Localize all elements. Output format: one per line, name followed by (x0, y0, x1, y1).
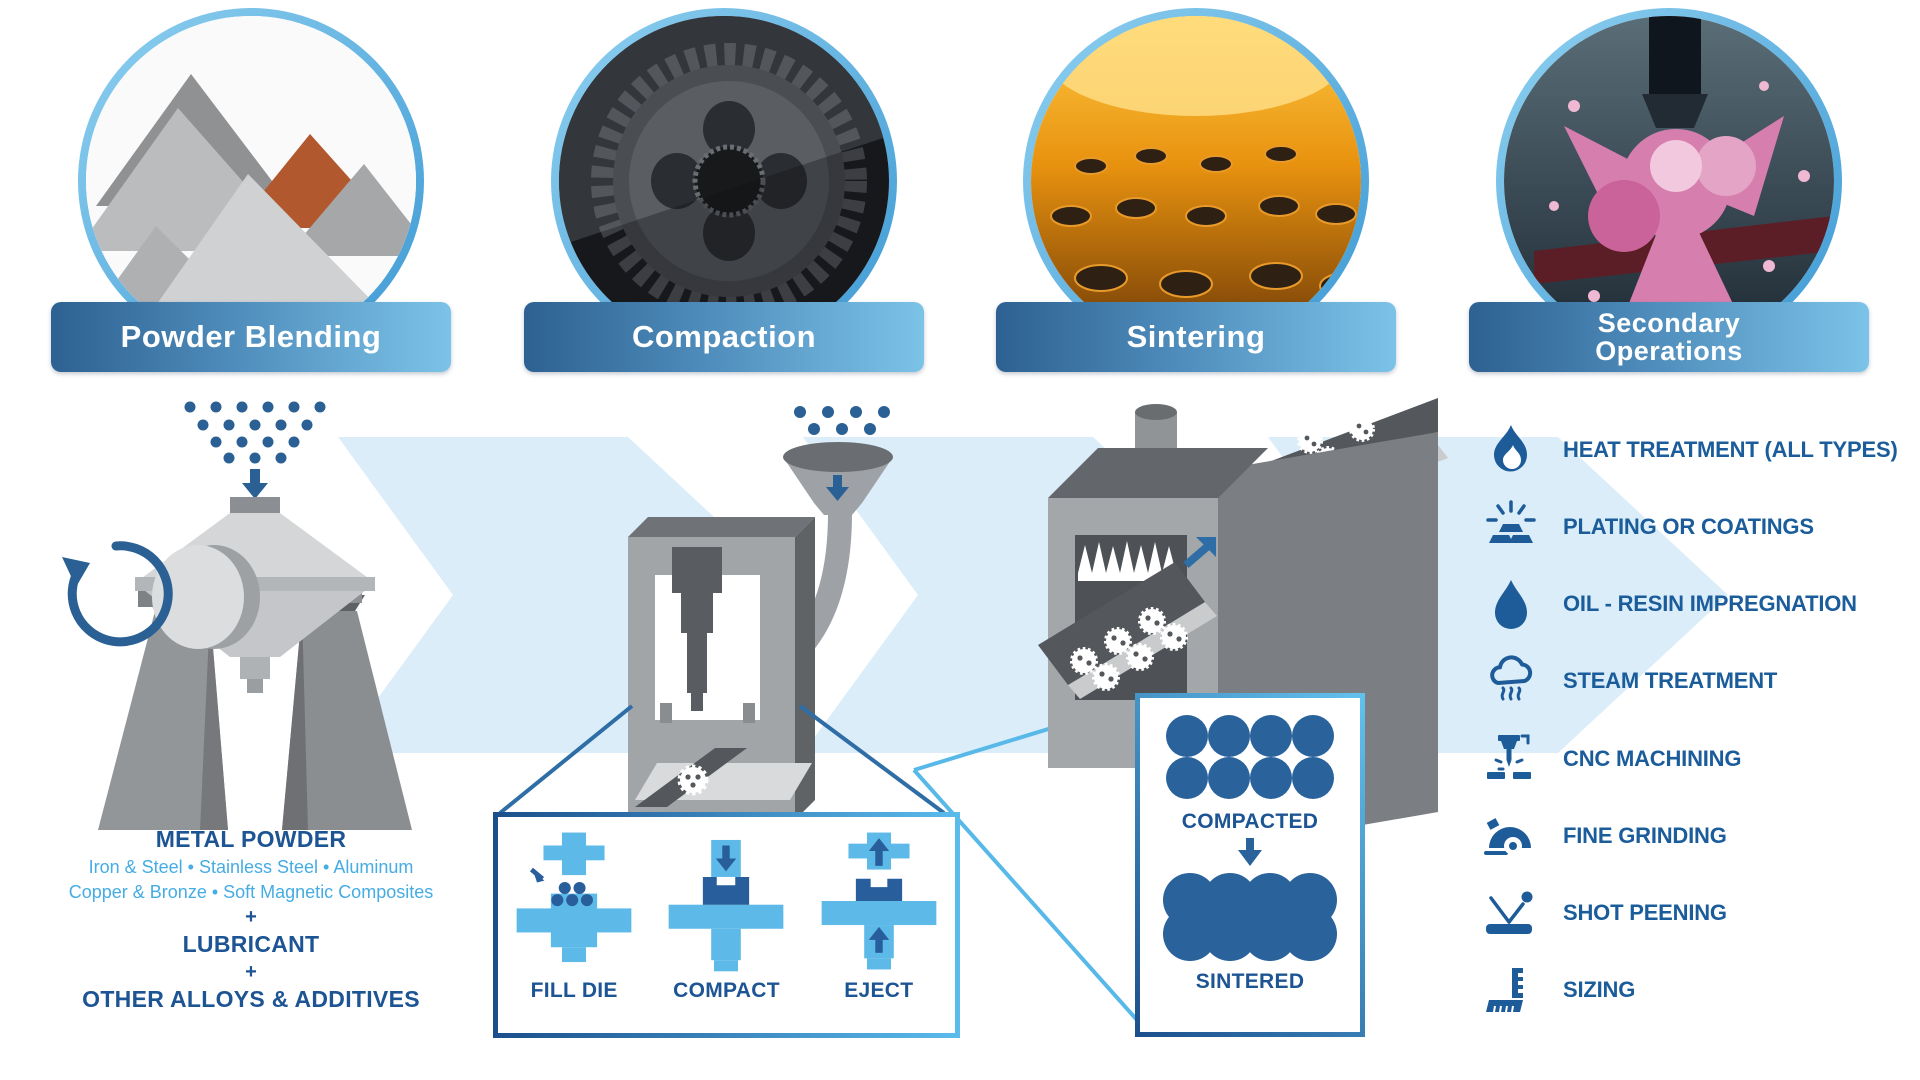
stage-banner-sintering: Sintering (996, 302, 1396, 372)
list-item-cnc-machining: CNC MACHINING (1475, 727, 1920, 791)
exit-conveyor (1038, 562, 1217, 699)
fill-die-icon (516, 832, 632, 963)
stage-banner-secondary-operations: Secondary Operations (1469, 302, 1869, 372)
double-cone-blender-illustration (62, 401, 412, 830)
sintering-result-box: COMPACTED SINTERED (1135, 693, 1365, 1037)
sintering-parts-photo (1031, 16, 1361, 346)
grinder-icon (1475, 807, 1547, 865)
additives-label: OTHER ALLOYS & ADDITIVES (82, 986, 420, 1012)
eject-label: EJECT (844, 979, 914, 1002)
shot-peening-icon (1475, 884, 1547, 942)
metal-powder-heading: METAL POWDER (155, 826, 347, 852)
metal-powder-photo (86, 16, 416, 346)
fill-die-label: FILL DIE (530, 979, 618, 1002)
list-item-heat-treatment: HEAT TREATMENT (ALL TYPES) (1475, 418, 1920, 482)
plus-sign: + (245, 906, 257, 928)
fill-die-step: FILL DIE (499, 827, 650, 1003)
stage-title: Powder Blending (120, 318, 382, 354)
gear-part (677, 764, 709, 796)
down-arrow-icon (826, 475, 849, 501)
eject-icon (821, 832, 937, 970)
sintering-photo-ring (1023, 8, 1369, 354)
compaction-press-illustration (628, 406, 893, 820)
gear-photo-ring (551, 8, 897, 354)
list-item-oil-resin: OIL - RESIN IMPREGNATION (1475, 572, 1920, 636)
die-table (635, 748, 812, 807)
list-item-sizing: SIZING (1475, 958, 1920, 1022)
press-ram (672, 547, 722, 711)
blender-body (135, 497, 375, 693)
list-item-plating: PLATING OR COATINGS (1475, 495, 1920, 559)
compacted-particles-graphic (1166, 715, 1334, 799)
oil-droplet-icon (1475, 575, 1547, 633)
lubricant-label: LUBRICANT (182, 931, 320, 957)
flame-icon (1475, 421, 1547, 479)
stage-title: Sintering (1126, 318, 1266, 354)
blending-ingredients: METAL POWDER Iron & Steel • Stainless St… (31, 826, 471, 1013)
stage-title: Compaction (631, 318, 817, 354)
list-item-steam-treatment: STEAM TREATMENT (1475, 649, 1920, 713)
powder-types-line-1: Iron & Steel • Stainless Steel • Aluminu… (88, 857, 414, 877)
sizing-ruler-icon (1475, 961, 1547, 1019)
compaction-steps-box: FILL DIE COMPACT (493, 812, 960, 1038)
stage-banner-powder-blending: Powder Blending (51, 302, 451, 372)
machining-coolant-photo (1504, 16, 1834, 346)
rotation-arrow-icon (62, 541, 173, 647)
compact-step: COMPACT (651, 827, 802, 1003)
stage-banner-compaction: Compaction (524, 302, 924, 372)
compact-label: COMPACT (673, 979, 780, 1002)
up-right-arrow-icon (1183, 537, 1216, 569)
list-item-fine-grinding: FINE GRINDING (1475, 804, 1920, 868)
compact-icon (669, 839, 784, 972)
powder-stream-dots (794, 406, 890, 435)
stage-title: Secondary Operations (1595, 307, 1743, 366)
furnace-flames (1078, 541, 1182, 581)
powder-stream-dots (184, 401, 326, 464)
compacted-label: COMPACTED (1181, 810, 1319, 833)
plus-sign: + (245, 961, 257, 983)
machining-photo-ring (1496, 8, 1842, 354)
down-arrow-icon (242, 469, 268, 499)
list-item-shot-peening: SHOT PEENING (1475, 881, 1920, 945)
secondary-operations-list: HEAT TREATMENT (ALL TYPES) PLATING OR CO… (1475, 418, 1920, 1022)
plating-icon (1475, 498, 1547, 556)
steam-cloud-icon (1475, 652, 1547, 710)
down-arrow-icon (1238, 838, 1262, 866)
powder-types-line-2: Copper & Bronze • Soft Magnetic Composit… (68, 882, 434, 902)
gear-photo (559, 16, 889, 346)
cnc-mill-icon (1475, 730, 1547, 788)
sintered-label: SINTERED (1195, 970, 1305, 993)
sintered-particles-graphic (1163, 873, 1337, 961)
eject-step: EJECT (803, 827, 954, 1003)
